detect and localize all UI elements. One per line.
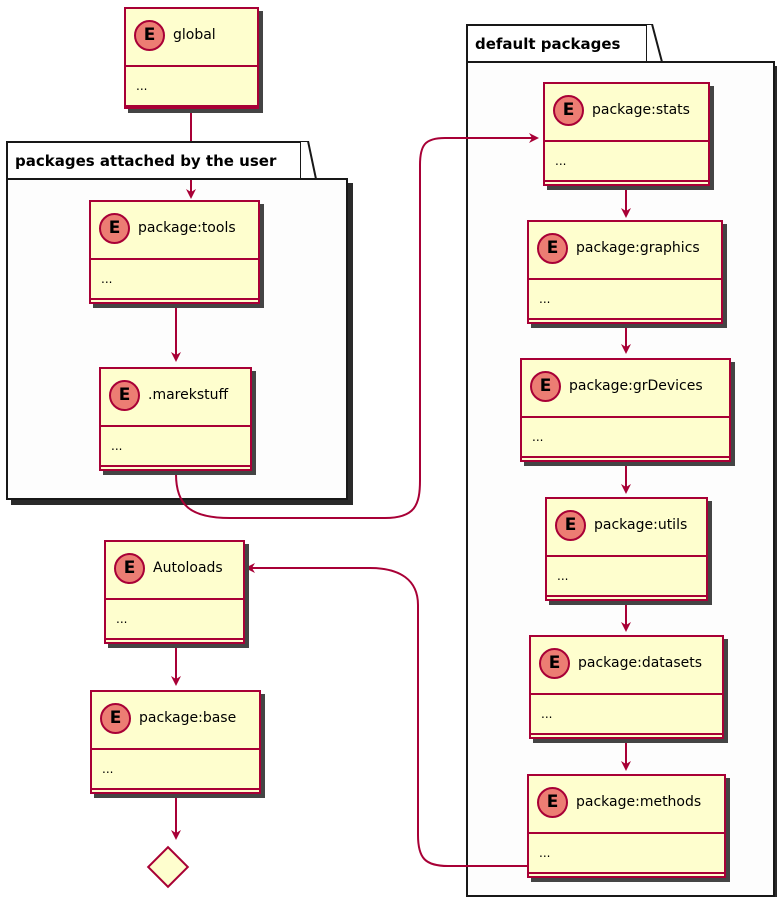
entity-body: ... [539,846,551,860]
entity-marekstuff[interactable]: E .marekstuff ... [99,367,252,471]
entity-package-tools[interactable]: E package:tools ... [89,200,260,304]
entity-name: global [173,27,216,43]
entity-header: E package:utils [547,499,706,555]
entity-name: package:datasets [578,655,703,671]
divider [522,416,729,418]
entity-e-icon: E [100,703,131,734]
divider [126,105,257,107]
entity-header: E package:stats [545,84,708,140]
entity-name: package:tools [138,220,236,236]
entity-name: package:graphics [576,240,700,256]
entity-e-icon: E [553,95,584,126]
entity-body: ... [136,79,148,93]
entity-e-icon: E [99,213,130,244]
package-tab-notch-attached [300,141,318,180]
divider [529,318,721,320]
entity-e-icon: E [537,787,568,818]
entity-e-icon: E [114,553,145,584]
divider [522,456,729,458]
package-tab-defaults: default packages [466,24,651,63]
divider [101,465,250,467]
entity-name: package:stats [592,102,690,118]
entity-body: ... [541,707,553,721]
entity-body: ... [102,762,114,776]
entity-header: E Autoloads [106,542,243,598]
divider [529,832,724,834]
divider [92,748,259,750]
divider [529,872,724,874]
divider [106,598,243,600]
entity-e-icon: E [555,510,586,541]
entity-package-graphics[interactable]: E package:graphics ... [527,220,723,324]
divider [91,298,258,300]
entity-e-icon: E [530,371,561,402]
entity-name: package:methods [576,794,702,810]
divider [126,65,257,67]
entity-header: E package:base [92,692,259,748]
divider [92,788,259,790]
entity-package-stats[interactable]: E package:stats ... [543,82,710,186]
entity-body: ... [116,612,128,626]
entity-header: E package:methods [529,776,724,832]
entity-name: Autoloads [153,560,223,576]
entity-e-icon: E [539,648,570,679]
divider [545,140,708,142]
edge-methods-autoloads [245,563,527,867]
entity-package-datasets[interactable]: E package:datasets ... [529,635,724,739]
entity-body: ... [532,430,544,444]
package-frame-defaults [466,61,775,897]
entity-e-icon: E [109,380,140,411]
package-tab-attached: packages attached by the user [6,141,306,180]
entity-e-icon: E [537,233,568,264]
divider [547,595,706,597]
entity-package-grdevices[interactable]: E package:grDevices ... [520,358,731,462]
entity-header: E package:tools [91,202,258,258]
entity-header: E .marekstuff [101,369,250,425]
divider [529,278,721,280]
divider [547,555,706,557]
package-title-attached: packages attached by the user [15,152,277,170]
divider [531,733,722,735]
entity-name: package:grDevices [569,378,703,394]
divider [106,638,243,640]
entity-body: ... [555,154,567,168]
entity-name: .marekstuff [148,387,229,403]
entity-package-methods[interactable]: E package:methods ... [527,774,726,878]
entity-body: ... [101,272,113,286]
entity-body: ... [539,292,551,306]
package-title-defaults: default packages [475,35,621,53]
entity-header: E package:graphics [529,222,721,278]
divider [545,180,708,182]
entity-header: E global [126,9,257,65]
divider [531,693,722,695]
entity-name: package:base [139,710,237,726]
entity-package-base[interactable]: E package:base ... [90,690,261,794]
entity-e-icon: E [134,20,165,51]
divider [101,425,250,427]
package-tab-notch-defaults [646,24,664,63]
entity-header: E package:datasets [531,637,722,693]
divider [91,258,258,260]
entity-name: package:utils [594,517,688,533]
entity-body: ... [557,569,569,583]
entity-body: ... [111,439,123,453]
entity-global[interactable]: E global ... [124,7,259,109]
edge-marekstuff-stats [175,133,539,519]
entity-header: E package:grDevices [522,360,729,416]
entity-package-utils[interactable]: E package:utils ... [545,497,708,601]
entity-autoloads[interactable]: E Autoloads ... [104,540,245,644]
